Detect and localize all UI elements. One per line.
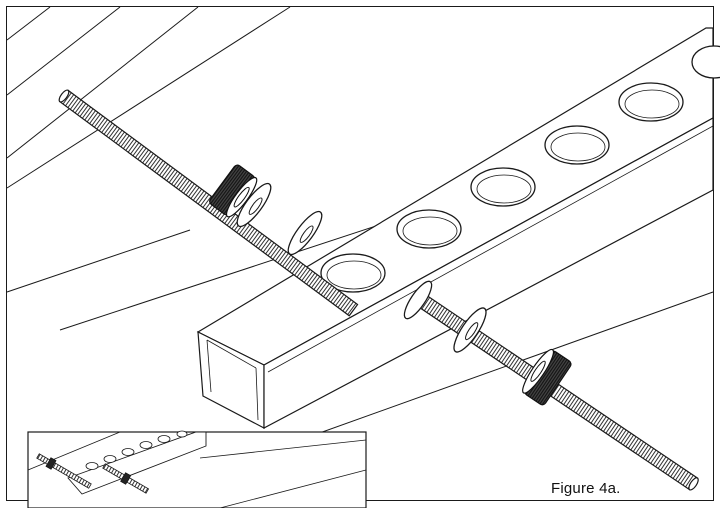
beam-hole — [396, 209, 462, 249]
washer — [287, 210, 323, 256]
beam-hole — [320, 253, 386, 293]
knurled-nut — [209, 164, 258, 218]
knurled-nut — [522, 348, 572, 406]
beam-holes — [320, 45, 720, 293]
washer — [236, 182, 272, 228]
figure-caption: Figure 4a. — [551, 480, 621, 497]
beam-hole — [544, 125, 610, 165]
washer — [453, 307, 487, 353]
washer — [403, 280, 433, 320]
rod-thread — [58, 89, 359, 317]
beam-side-face — [263, 116, 714, 429]
inset-detail-view — [27, 430, 367, 508]
beam-hole — [470, 167, 536, 207]
beam-hole — [691, 45, 720, 79]
beam-hole — [618, 82, 684, 122]
threaded-rod-right — [403, 280, 699, 491]
threaded-rod-left — [58, 89, 359, 317]
